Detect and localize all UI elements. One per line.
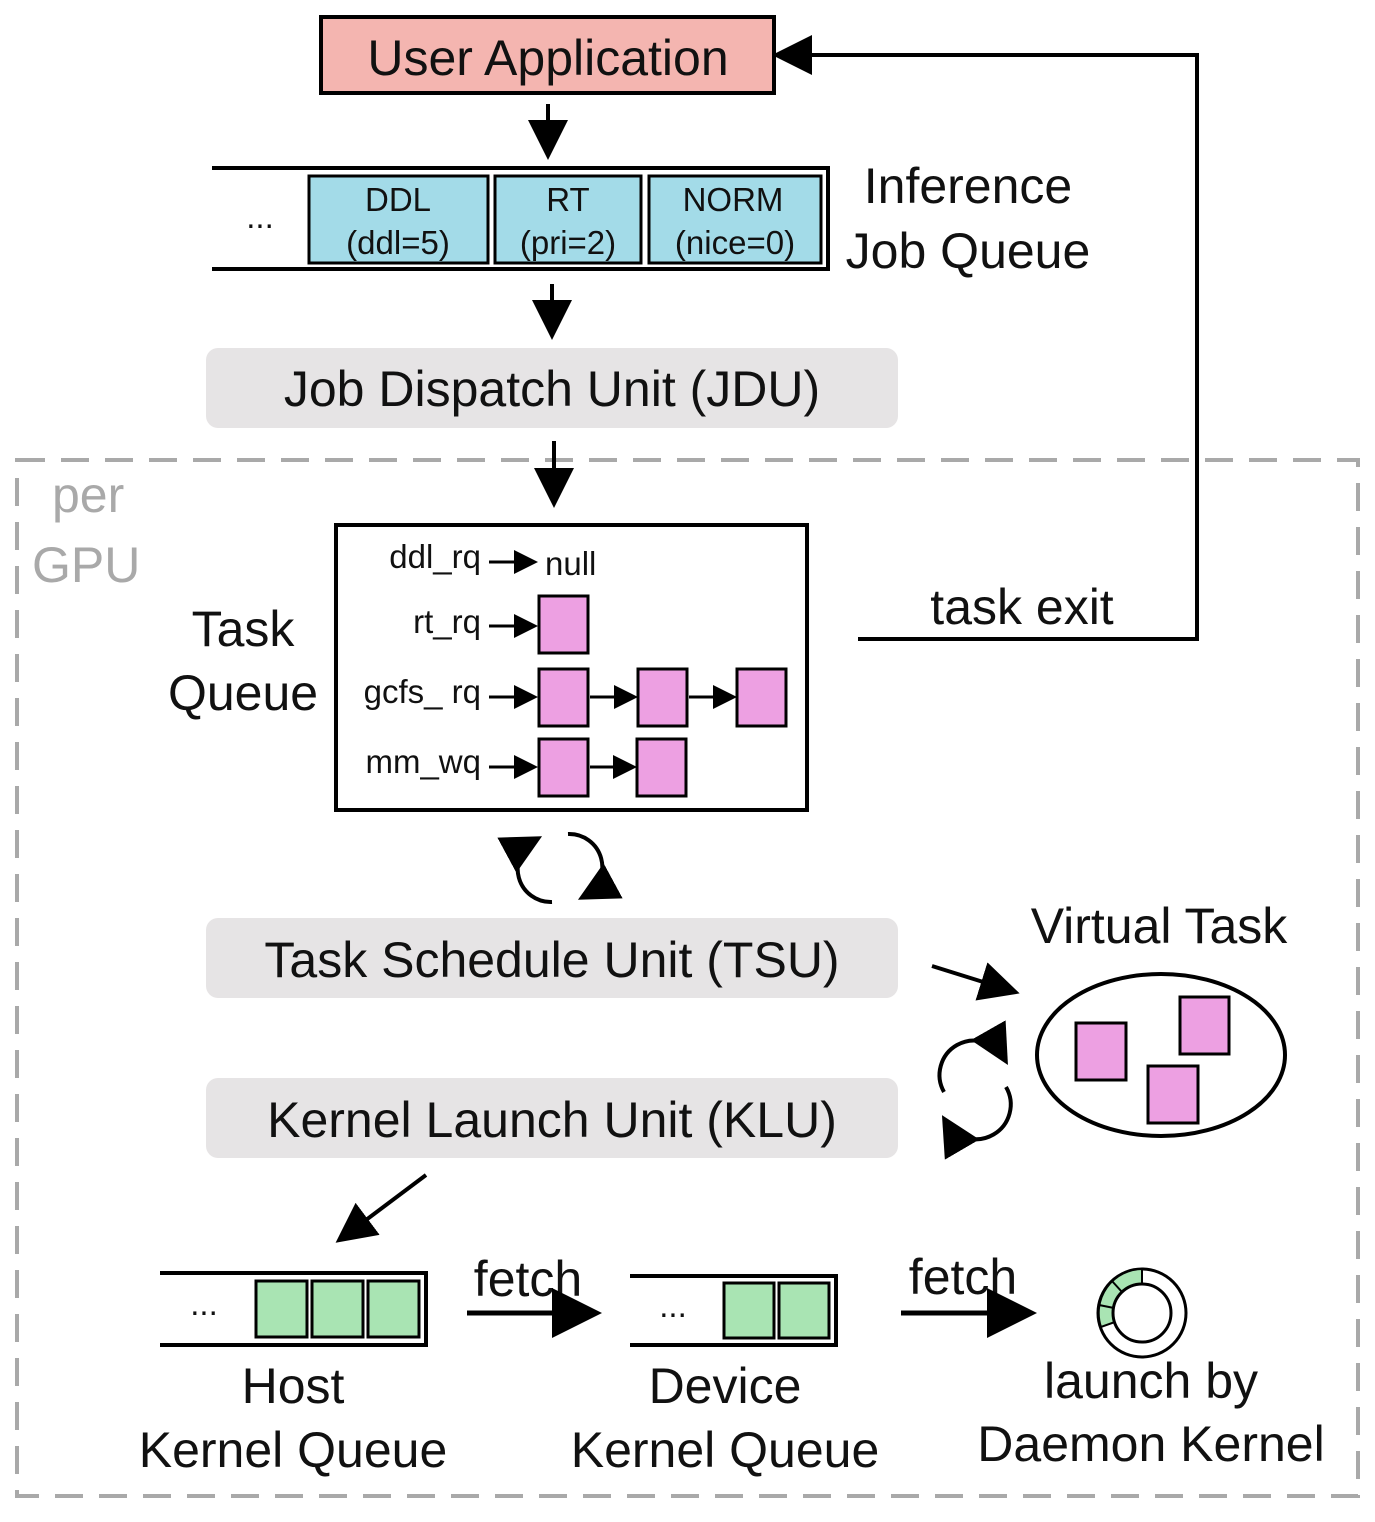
- job-queue-title-line2: Job Queue: [846, 223, 1091, 279]
- task-exit-arrow: [772, 35, 1199, 641]
- job-norm: [647, 174, 823, 265]
- host-kernel-queue: ...: [160, 1271, 428, 1347]
- task-exit-label: task exit: [930, 579, 1114, 635]
- task-item: [735, 667, 788, 728]
- inference-job-queue: ... DDL (ddl=5) RT (pri=2) NORM (nice=0): [212, 166, 830, 271]
- arrow-tsu-to-virtual-task: [931, 962, 1020, 1001]
- task-item: [1178, 995, 1231, 1056]
- klu-label: Kernel Launch Unit (KLU): [267, 1092, 837, 1148]
- fetch-label-1: fetch: [474, 1251, 582, 1307]
- task-item: [537, 737, 590, 798]
- per-gpu-label-line2: GPU: [32, 537, 140, 593]
- task-item: [635, 737, 688, 798]
- arrow-klu-to-host-queue: [335, 1173, 428, 1243]
- job-ddl-line1: DDL: [365, 181, 431, 218]
- row-ddl-rq-tail: null: [545, 545, 596, 582]
- user-application-label: User Application: [367, 30, 728, 86]
- task-queue-title-line2: Queue: [168, 665, 318, 721]
- row-mm-wq-label: mm_wq: [365, 743, 481, 780]
- cycle-icon: [937, 1020, 1013, 1160]
- jdu-box: [206, 348, 898, 428]
- tsu-label: Task Schedule Unit (TSU): [264, 932, 839, 988]
- daemon-line2: Daemon Kernel: [977, 1416, 1324, 1472]
- kernel-item: [254, 1279, 309, 1339]
- host-queue-line2: Kernel Queue: [139, 1422, 448, 1478]
- row-rt-rq-label: rt_rq: [413, 603, 481, 640]
- jdu-label: Job Dispatch Unit (JDU): [284, 361, 820, 417]
- kernel-item: [310, 1279, 365, 1339]
- tsu-box: [206, 918, 898, 998]
- job-rt-line1: RT: [546, 181, 589, 218]
- job-queue-title-line1: Inference: [864, 158, 1072, 214]
- virtual-task-label: Virtual Task: [1031, 898, 1289, 954]
- job-rt: [493, 174, 643, 265]
- job-ddl-line2: (ddl=5): [346, 224, 450, 261]
- job-rt-line2: (pri=2): [520, 224, 616, 261]
- row-ddl-rq-label: ddl_rq: [389, 538, 481, 575]
- host-queue-line1: Host: [242, 1358, 345, 1414]
- task-item: [537, 667, 590, 728]
- device-queue-line1: Device: [649, 1358, 802, 1414]
- daemon-kernel-icon: [1096, 1267, 1188, 1359]
- cycle-icon: [497, 831, 623, 905]
- job-norm-line2: (nice=0): [675, 224, 795, 261]
- host-queue-ellipsis: ...: [190, 1285, 218, 1322]
- task-queue-title-line1: Task: [192, 601, 296, 657]
- per-gpu-label-line1: per: [52, 467, 124, 523]
- klu-box: [206, 1078, 898, 1158]
- task-item: [1074, 1021, 1128, 1082]
- device-queue-ellipsis: ...: [659, 1287, 687, 1324]
- task-item: [1146, 1064, 1200, 1125]
- kernel-item: [777, 1281, 831, 1340]
- row-gcfs-rq-label: gcfs_ rq: [364, 673, 481, 710]
- job-queue-ellipsis: ...: [246, 198, 274, 235]
- daemon-line1: launch by: [1044, 1353, 1258, 1409]
- kernel-item: [366, 1279, 421, 1339]
- device-kernel-queue: ...: [630, 1274, 838, 1347]
- job-ddl: [307, 174, 490, 265]
- job-norm-line1: NORM: [683, 181, 784, 218]
- fetch-label-2: fetch: [909, 1249, 1017, 1305]
- per-gpu-region: [15, 458, 1360, 1498]
- task-item: [636, 667, 689, 728]
- task-item: [537, 594, 590, 655]
- kernel-item: [722, 1281, 776, 1340]
- user-application-box: [319, 15, 776, 95]
- device-queue-line2: Kernel Queue: [571, 1422, 880, 1478]
